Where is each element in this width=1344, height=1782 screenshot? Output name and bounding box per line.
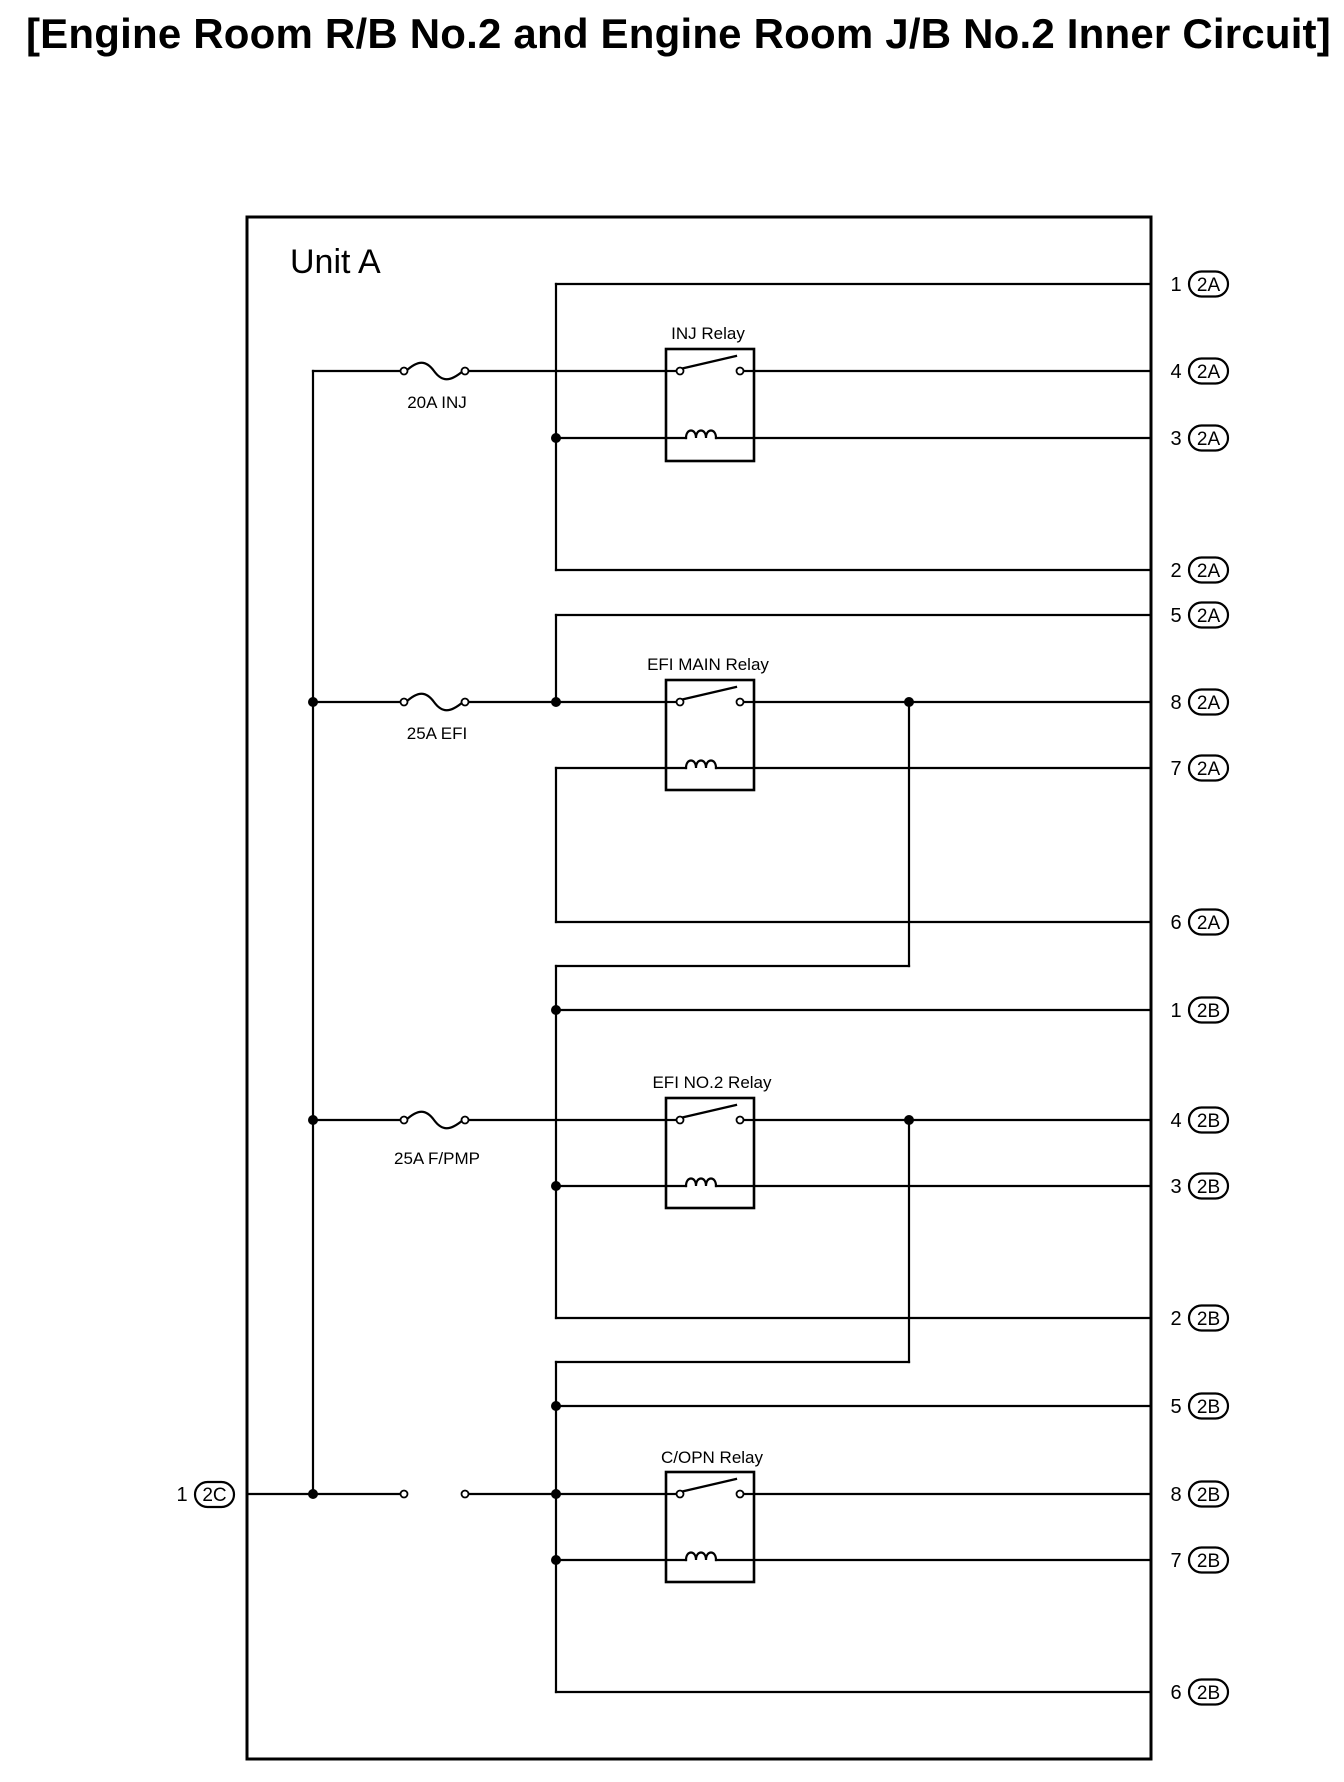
fuse-label-fpmp: 25A F/PMP — [394, 1149, 480, 1168]
terminal-pin: 3 — [1170, 428, 1181, 450]
relay-label-inj: INJ Relay — [671, 324, 745, 343]
terminal-badge — [1187, 688, 1230, 716]
terminal-badge — [1187, 1480, 1230, 1508]
junction-dots — [308, 433, 914, 1565]
fuse-25a-efi — [404, 692, 465, 712]
efi-no2-relay-box — [664, 1096, 756, 1210]
terminal-pin: 3 — [1170, 1176, 1181, 1198]
terminal-connector: 2A — [1197, 275, 1221, 296]
terminal-badge — [1187, 357, 1230, 385]
terminal-pin: 8 — [1170, 692, 1181, 714]
terminal-badge — [1187, 601, 1230, 629]
terminal-pin: 6 — [1170, 1682, 1181, 1704]
terminal-connector: 2B — [1197, 1683, 1220, 1704]
relay-label-c-opn: C/OPN Relay — [661, 1448, 764, 1467]
efi-main-relay-internals — [664, 685, 756, 770]
right-terminals: 1 2A 4 2A 3 2A 2 2A 5 2A 8 2A 7 2A 6 2A 1 2B 4 2B 3 2B 2 2B 5 2B 8… — [1170, 270, 1230, 1706]
terminal-connector: 2B — [1197, 1177, 1220, 1198]
terminal-badge — [1187, 1678, 1230, 1706]
unit-label: Unit A — [290, 243, 381, 281]
terminal-connector: 2B — [1197, 1397, 1220, 1418]
terminal-connector: 2A — [1197, 693, 1221, 714]
terminal-badge — [1187, 908, 1230, 936]
terminal-pin: 8 — [1170, 1484, 1181, 1506]
fuse-25a-fpmp — [404, 1110, 465, 1130]
relay-label-efi-main: EFI MAIN Relay — [647, 655, 769, 674]
inj-relay-internals — [664, 354, 756, 440]
terminal-badge — [1187, 1106, 1230, 1134]
terminal-connector: 2A — [1197, 362, 1221, 383]
terminal-connector: 2B — [1197, 1551, 1220, 1572]
fuse-label-inj: 20A INJ — [407, 393, 467, 412]
terminal-badge — [1187, 1546, 1230, 1574]
terminal-pin: 2 — [1170, 560, 1181, 582]
terminal-pin: 2 — [1170, 1308, 1181, 1330]
terminal-pin: 5 — [1170, 605, 1181, 627]
terminal-badge — [1187, 1172, 1230, 1200]
terminal-pin: 6 — [1170, 912, 1181, 934]
left-terminal-pin: 1 — [176, 1484, 187, 1506]
terminal-pin: 1 — [1170, 1000, 1181, 1022]
terminal-connector: 2A — [1197, 429, 1221, 450]
terminal-badge — [1187, 996, 1230, 1024]
left-terminal-badge — [193, 1480, 236, 1509]
inj-relay-box — [664, 347, 756, 463]
terminal-connector: 2A — [1197, 561, 1221, 582]
terminal-badge — [1187, 270, 1230, 298]
efi-no2-relay-internals — [664, 1103, 756, 1188]
terminal-connector: 2A — [1197, 606, 1221, 627]
terminal-connector: 2A — [1197, 913, 1221, 934]
terminal-connector: 2A — [1197, 759, 1221, 780]
terminal-connector: 2B — [1197, 1111, 1220, 1132]
terminal-badge — [1187, 1304, 1230, 1332]
terminal-connector: 2B — [1197, 1309, 1220, 1330]
open-contact-right — [460, 1489, 470, 1499]
page-title: [Engine Room R/B No.2 and Engine Room J/… — [26, 10, 1331, 57]
c-opn-relay-box — [664, 1470, 756, 1584]
terminal-pin: 7 — [1170, 1550, 1181, 1572]
terminal-pin: 5 — [1170, 1396, 1181, 1418]
fuse-20a-inj — [404, 361, 465, 381]
terminal-connector: 2B — [1197, 1485, 1220, 1506]
terminal-pin: 4 — [1170, 1110, 1181, 1132]
terminal-badge — [1187, 1392, 1230, 1420]
left-terminal-connector: 2C — [202, 1485, 226, 1506]
unit-box — [245, 215, 1153, 1761]
terminal-badge — [1187, 556, 1230, 584]
terminal-pin: 7 — [1170, 758, 1181, 780]
open-contact-left — [399, 1489, 409, 1499]
terminal-badge — [1187, 424, 1230, 452]
terminal-badge — [1187, 754, 1230, 782]
terminal-pin: 4 — [1170, 361, 1181, 383]
c-opn-relay-internals — [664, 1477, 756, 1562]
fuse-label-efi: 25A EFI — [407, 724, 467, 743]
relay-label-efi-no2: EFI NO.2 Relay — [652, 1073, 772, 1092]
terminal-pin: 1 — [1170, 274, 1181, 296]
terminal-connector: 2B — [1197, 1001, 1220, 1022]
efi-main-relay-box — [664, 678, 756, 792]
